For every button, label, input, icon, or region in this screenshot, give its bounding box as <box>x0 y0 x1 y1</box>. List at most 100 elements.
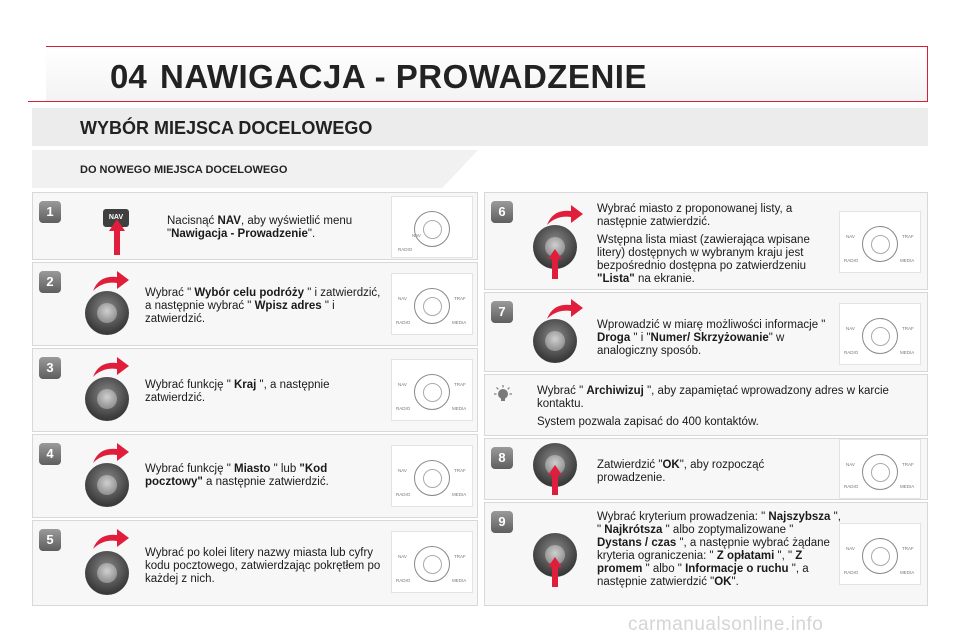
device-label-traf: TRAF <box>454 554 466 559</box>
step-7-text: Wprowadzić w miarę możliwości informacje… <box>597 319 826 357</box>
rotary-knob-icon <box>85 463 129 507</box>
control-panel-image: NAV TRAF RADIO MEDIA <box>391 445 473 507</box>
device-label-radio: RADIO <box>398 247 413 252</box>
device-label-traf: TRAF <box>902 326 914 331</box>
device-label-radio: RADIO <box>844 570 859 575</box>
dial-icon <box>414 374 450 410</box>
device-label-nav: NAV <box>846 326 855 331</box>
tip-box: Wybrać " Archiwizuj ", aby zapamiętać wp… <box>484 374 928 436</box>
device-label-media: MEDIA <box>900 570 915 575</box>
header-frame <box>46 46 928 102</box>
step-8-text: Zatwierdzić "OK", aby rozpocząć prowadze… <box>597 459 765 484</box>
device-label-media: MEDIA <box>452 320 467 325</box>
control-panel-image: NAV RADIO <box>391 196 473 258</box>
rotary-knob-icon <box>533 319 577 363</box>
turn-arrow-icon <box>93 443 129 463</box>
dial-icon <box>414 460 450 496</box>
device-label-nav: NAV <box>398 382 407 387</box>
device-label-traf: TRAF <box>454 296 466 301</box>
device-label-nav: NAV <box>846 546 855 551</box>
control-panel-image: NAV TRAF RADIO MEDIA <box>839 211 921 273</box>
device-label-radio: RADIO <box>844 350 859 355</box>
device-label-nav: NAV <box>398 468 407 473</box>
step-number: 6 <box>491 201 513 223</box>
tip-text: Wybrać " Archiwizuj ", aby zapamiętać wp… <box>537 385 907 434</box>
step-6-text: Wybrać miasto z proponowanej listy, a na… <box>597 203 833 291</box>
device-label-nav: NAV <box>412 233 421 238</box>
step-6-paragraph-2: Wstępna lista miast (zawierająca wpisane… <box>597 234 810 285</box>
device-label-media: MEDIA <box>900 350 915 355</box>
step-number: 9 <box>491 511 513 533</box>
turn-arrow-icon <box>93 271 129 291</box>
device-label-radio: RADIO <box>396 320 411 325</box>
device-label-nav: NAV <box>398 554 407 559</box>
device-label-media: MEDIA <box>452 406 467 411</box>
step-number: 3 <box>39 357 61 379</box>
device-label-radio: RADIO <box>396 578 411 583</box>
control-panel-image: NAV TRAF RADIO MEDIA <box>391 359 473 421</box>
dial-icon <box>862 226 898 262</box>
dial-icon <box>862 538 898 574</box>
step-1-text: Nacisnąć NAV, aby wyświetlić menu "Nawig… <box>167 215 353 240</box>
tip-paragraph-1: Wybrać " Archiwizuj ", aby zapamiętać wp… <box>537 385 889 410</box>
press-arrow-icon <box>548 557 562 587</box>
device-label-nav: NAV <box>846 234 855 239</box>
subsection-band <box>32 150 478 188</box>
dial-icon <box>862 318 898 354</box>
rotary-knob-icon <box>533 225 577 269</box>
device-label-traf: TRAF <box>902 234 914 239</box>
step-7: 7 Wprowadzić w miarę możliwości informac… <box>484 292 928 372</box>
device-label-radio: RADIO <box>396 406 411 411</box>
step-8: 8 Zatwierdzić "OK", aby rozpocząć prowad… <box>484 438 928 500</box>
step-2: 2 Wybrać " Wybór celu podróży " i zatwie… <box>32 262 478 346</box>
device-label-radio: RADIO <box>396 492 411 497</box>
device-label-radio: RADIO <box>844 484 859 489</box>
device-label-media: MEDIA <box>900 484 915 489</box>
step-number: 4 <box>39 443 61 465</box>
chapter-number: 04 <box>110 58 147 95</box>
control-panel-image: NAV TRAF RADIO MEDIA <box>391 531 473 593</box>
section-band <box>32 108 928 146</box>
page-title: NAWIGACJA - PROWADZENIE <box>160 58 647 95</box>
step-number: 8 <box>491 447 513 469</box>
device-label-traf: TRAF <box>902 462 914 467</box>
control-panel-image: NAV TRAF RADIO MEDIA <box>839 303 921 365</box>
control-panel-image: NAV TRAF RADIO MEDIA <box>391 273 473 335</box>
control-panel-image: NAV TRAF RADIO MEDIA <box>839 439 921 499</box>
control-panel-image: NAV TRAF RADIO MEDIA <box>839 523 921 585</box>
chapter-header: 04 NAWIGACJA - PROWADZENIE <box>28 38 928 108</box>
device-label-traf: TRAF <box>454 468 466 473</box>
dial-icon <box>414 211 450 247</box>
turn-arrow-icon <box>547 205 583 225</box>
rotary-knob-icon <box>85 377 129 421</box>
step-9-text: Wybrać kryterium prowadzenia: " Najszybs… <box>597 511 841 588</box>
dial-icon <box>862 454 898 490</box>
step-3: 3 Wybrać funkcję " Kraj ", a następnie z… <box>32 348 478 432</box>
step-4-text: Wybrać funkcję " Miasto " lub "Kod poczt… <box>145 463 329 488</box>
dial-icon <box>414 546 450 582</box>
subsection-title: DO NOWEGO MIEJSCA DOCELOWEGO <box>80 164 288 176</box>
step-2-text: Wybrać " Wybór celu podróży " i zatwierd… <box>145 287 381 325</box>
step-number: 1 <box>39 201 61 223</box>
watermark: carmanualsonline.info <box>628 614 824 635</box>
step-4: 4 Wybrać funkcję " Miasto " lub "Kod poc… <box>32 434 478 518</box>
step-6: 6 Wybrać miasto z proponowanej listy, a … <box>484 192 928 290</box>
turn-arrow-icon <box>93 357 129 377</box>
device-label-media: MEDIA <box>452 492 467 497</box>
rotary-knob-icon <box>85 551 129 595</box>
step-number: 2 <box>39 271 61 293</box>
device-label-nav: NAV <box>846 462 855 467</box>
step-6-paragraph-1: Wybrać miasto z proponowanej listy, a na… <box>597 203 793 228</box>
turn-arrow-icon <box>547 299 583 319</box>
turn-arrow-icon <box>93 529 129 549</box>
dial-icon <box>414 288 450 324</box>
device-label-traf: TRAF <box>454 382 466 387</box>
device-label-nav: NAV <box>398 296 407 301</box>
step-5-text: Wybrać po kolei litery nazwy miasta lub … <box>145 547 381 585</box>
step-number: 5 <box>39 529 61 551</box>
step-5: 5 Wybrać po kolei litery nazwy miasta lu… <box>32 520 478 606</box>
step-1: 1 NAV Nacisnąć NAV, aby wyświetlić menu … <box>32 192 478 260</box>
device-label-radio: RADIO <box>844 258 859 263</box>
press-arrow-icon <box>548 249 562 279</box>
step-number: 7 <box>491 301 513 323</box>
